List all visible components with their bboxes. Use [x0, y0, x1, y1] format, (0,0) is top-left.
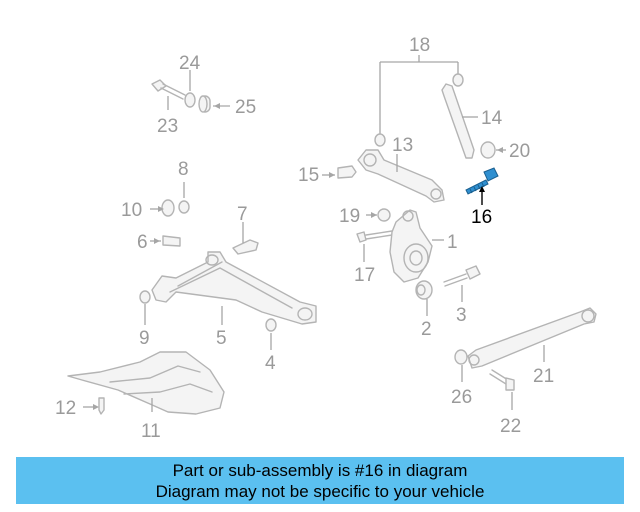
part-13-upper-link [357, 149, 445, 203]
part-1-knuckle [389, 209, 444, 283]
part-25-bushing [198, 95, 230, 113]
callout-9: 9 [139, 328, 150, 349]
part-15-bolt [322, 165, 357, 179]
banner-line-disclaimer: Diagram may not be specific to your vehi… [155, 482, 485, 501]
callout-13: 13 [392, 135, 413, 156]
callout-17: 17 [354, 265, 375, 286]
part-19-nut [366, 208, 391, 222]
exploded-view-svg: 18 24 25 23 14 13 20 8 15 10 16 19 7 6 1… [55, 35, 597, 442]
part-5-control-arm [151, 251, 317, 325]
part-7-bolt [232, 222, 259, 255]
part-26-nut [454, 349, 468, 382]
part-22-bolt [489, 369, 515, 410]
callout-10: 10 [121, 200, 142, 221]
parts-diagram: 18 24 25 23 14 13 20 8 15 10 16 19 7 6 1… [55, 35, 597, 442]
callout-11: 11 [141, 421, 161, 442]
part-14-toe-link [441, 83, 478, 159]
callout-14: 14 [481, 108, 503, 129]
part-12-clip [83, 397, 105, 415]
callout-18: 18 [409, 35, 430, 56]
callout-2: 2 [421, 319, 432, 340]
callout-21: 21 [533, 366, 554, 387]
callout-16: 16 [471, 207, 492, 228]
leader-arrowheads [93, 103, 503, 410]
callout-7: 7 [237, 204, 248, 225]
info-banner: Part or sub-assembly is #16 in diagram D… [16, 457, 624, 504]
part-4-nut [265, 318, 277, 350]
callout-5: 5 [216, 328, 227, 349]
part-9-nut [139, 290, 151, 325]
part-18-nut-a [374, 133, 386, 147]
part-24-washer [184, 70, 196, 108]
callout-22: 22 [500, 416, 521, 437]
callout-15: 15 [298, 165, 319, 186]
part-3-bolt [443, 265, 481, 302]
callout-8: 8 [178, 159, 189, 180]
banner-line-part: Part or sub-assembly is #16 in diagram [172, 461, 468, 480]
callout-25: 25 [235, 97, 256, 118]
callout-4: 4 [265, 353, 276, 374]
callout-18-bracket [379, 55, 459, 134]
callout-6: 6 [137, 232, 148, 253]
part-21-lateral-link [467, 307, 597, 369]
callout-19: 19 [339, 206, 360, 227]
callout-26: 26 [451, 387, 472, 408]
part-2-bushing [415, 280, 433, 316]
part-17-bolt [356, 230, 393, 262]
callout-3: 3 [456, 305, 467, 326]
callout-23: 23 [157, 116, 178, 137]
part-11-shield [67, 351, 225, 415]
callout-12: 12 [55, 398, 76, 419]
callout-1: 1 [447, 232, 458, 253]
part-8-nut [178, 182, 190, 214]
part-16-bolt-highlighted [465, 167, 499, 205]
callout-24: 24 [179, 53, 201, 74]
part-23-bolt [151, 79, 186, 110]
callout-20: 20 [509, 141, 530, 162]
part-18-nut-b [452, 73, 464, 87]
